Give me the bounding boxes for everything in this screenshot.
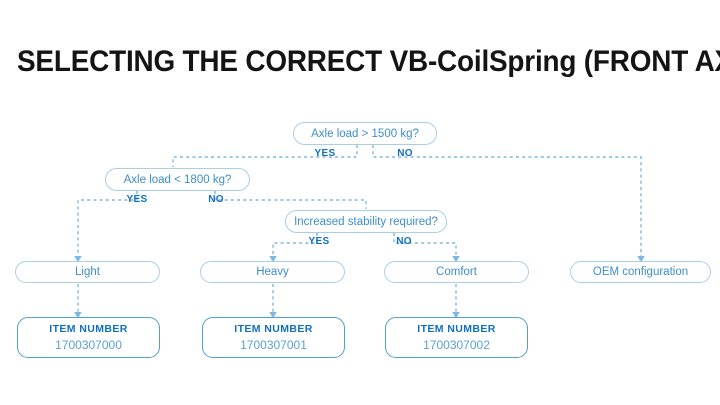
item-number-heading: ITEM NUMBER	[234, 322, 313, 335]
item-number-heading: ITEM NUMBER	[49, 322, 128, 335]
item-number-heading: ITEM NUMBER	[417, 322, 496, 335]
branch-label-1500-yes: YES	[314, 148, 336, 159]
item-number-box-heavy[interactable]: ITEM NUMBER 1700307001	[202, 317, 345, 358]
decision-node-axle-load-1500[interactable]: Axle load > 1500 kg?	[293, 122, 437, 145]
decision-node-increased-stability[interactable]: Increased stability required?	[285, 210, 447, 233]
item-number-value: 1700307001	[240, 337, 307, 352]
result-node-light[interactable]: Light	[15, 261, 160, 283]
result-label: Light	[75, 266, 100, 278]
wire-stability-yes	[269, 233, 318, 263]
result-label: Heavy	[256, 266, 289, 278]
item-number-box-comfort[interactable]: ITEM NUMBER 1700307002	[385, 317, 528, 358]
decision-label: Axle load > 1500 kg?	[311, 127, 419, 140]
wire-1800-yes	[74, 191, 138, 263]
wire-1500-no	[372, 145, 645, 263]
item-number-value: 1700307002	[423, 337, 490, 352]
decision-label: Increased stability required?	[294, 215, 438, 228]
page-title: SELECTING THE CORRECT VB-CoilSpring (FRO…	[17, 45, 720, 78]
result-node-comfort[interactable]: Comfort	[384, 261, 529, 283]
decision-label: Axle load < 1800 kg?	[123, 173, 232, 186]
wire-1800-no	[214, 191, 367, 209]
wire-1500-yes	[172, 145, 358, 167]
result-label: Comfort	[436, 266, 477, 278]
decision-node-axle-load-1800[interactable]: Axle load < 1800 kg?	[105, 168, 250, 191]
result-label: OEM configuration	[592, 266, 689, 278]
branch-label-1500-no: NO	[397, 148, 413, 159]
branch-label-1800-yes: YES	[126, 194, 148, 205]
item-number-value: 1700307000	[55, 337, 122, 352]
branch-label-stability-yes: YES	[308, 236, 330, 247]
branch-label-1800-no: NO	[208, 194, 224, 205]
item-number-box-light[interactable]: ITEM NUMBER 1700307000	[17, 317, 160, 358]
branch-label-stability-no: NO	[396, 236, 412, 247]
result-node-oem-configuration[interactable]: OEM configuration	[570, 261, 711, 283]
result-node-heavy[interactable]: Heavy	[200, 261, 345, 283]
